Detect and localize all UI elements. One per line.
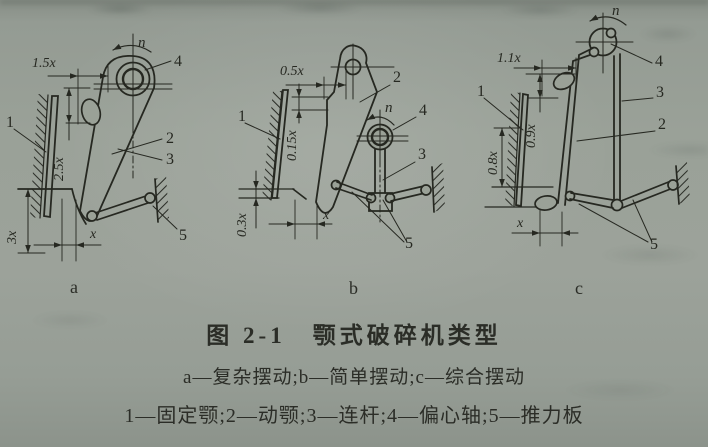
figure-title: 图 2-1 颚式破碎机类型 [206,323,502,348]
sub-label-a: a [70,277,78,297]
dim-gap-label: x [89,227,97,242]
moving-jaw [315,43,395,214]
dim-top-label: 0.5x [280,64,305,79]
fixed-jaw [484,92,554,208]
thrust-plate-right [620,179,679,209]
jaw-lug [80,98,102,126]
diagram-a-complex-swing: n 1 2 3 4 5 1.5x [5,33,187,297]
dim-top-label: 1.5x [32,56,57,71]
joint-pin [86,210,98,222]
part-label-3: 3 [166,151,174,168]
joint-pin [420,184,432,196]
support-wall [675,162,690,205]
wall-hatching [432,163,445,212]
part-label-5: 5 [650,236,658,253]
part-label-5: 5 [179,227,187,244]
diagram-c-combined-swing: n 1 2 [477,3,690,298]
fixed-jaw-plate [515,92,529,208]
thrust-plate-left [569,192,614,209]
dim-low-label: 3x [5,230,20,245]
dim-mid-label: 0.9x [524,124,539,149]
moving-jaw [79,55,156,222]
dim-low-label: 0.3x [236,213,250,238]
dimensions: 1.1x 0.9x 0.8x x [486,51,579,247]
speed-label: n [385,100,393,116]
eccentric-shaft [575,12,634,74]
part-label-2: 2 [166,130,174,147]
support-wall [154,175,169,223]
rod-foot [368,192,393,212]
eccentric-shaft [93,33,173,181]
part-leaders: 1 2 3 4 5 [6,53,187,244]
part-label-4: 4 [419,102,427,119]
figure-legend: 1—固定颚;2—动颚;3—连杆;4—偏心轴;5—推力板 [124,405,584,427]
part-label-3: 3 [656,84,664,101]
jaw-lug [534,195,558,211]
discharge-lip [292,188,307,200]
connecting-rod [610,53,624,212]
wall-hatching [505,92,520,206]
joint-pin [605,27,617,39]
thrust-plate-right [389,184,432,202]
fixed-jaw [238,89,307,201]
part-label-3: 3 [418,146,426,163]
part-label-1: 1 [477,83,485,100]
dim-low-label: 0.8x [486,151,501,176]
rotation-arrow: n [588,3,627,26]
speed-label: n [138,35,146,51]
dim-top-label: 1.1x [497,51,522,66]
dim-gap-label: x [516,216,524,231]
jaw-lug [552,71,576,91]
wall-hatching [155,175,169,222]
dim-gap-label: x [322,208,330,223]
support-wall [431,163,445,213]
fixed-jaw-plate [43,95,59,219]
part-label-1: 1 [6,114,14,131]
joint-pin [144,192,156,204]
joint-pin [610,198,624,212]
rotation-arrow: n [111,35,152,53]
part-label-4: 4 [655,53,663,70]
wall-hatching [30,94,48,218]
part-label-2: 2 [658,116,666,133]
part-leaders: 1 2 3 4 5 [238,69,427,252]
joint-pin [588,46,600,58]
figure-subtitle: a—复杂摆动;b—简单摆动;c—综合摆动 [183,367,525,388]
fixed-jaw [17,94,87,225]
dim-mid-label: 0.15x [285,130,300,162]
part-label-5: 5 [405,235,413,252]
sub-label-c: c [575,278,583,298]
speed-label: n [612,3,620,19]
part-leaders: 1 2 3 4 5 [477,43,666,253]
sub-label-b: b [349,278,358,298]
diagram-b-simple-swing: n 1 2 3 4 [236,43,445,298]
part-label-2: 2 [393,69,401,86]
moving-jaw [534,47,594,211]
dimensions: 1.5x 2.5x 3x x [5,56,109,262]
dim-mid-label: 2.5x [52,157,67,182]
wall-hatching [676,162,690,204]
wall-hatching [262,91,282,200]
dimensions: 0.5x 0.15x 0.3x x [236,64,347,240]
thrust-plate [86,192,156,222]
part-label-4: 4 [174,53,182,70]
part-label-1: 1 [238,108,246,125]
rotation-arrow: n [365,100,395,126]
eccentric-shaft [356,109,409,223]
discharge-lip [71,188,87,225]
